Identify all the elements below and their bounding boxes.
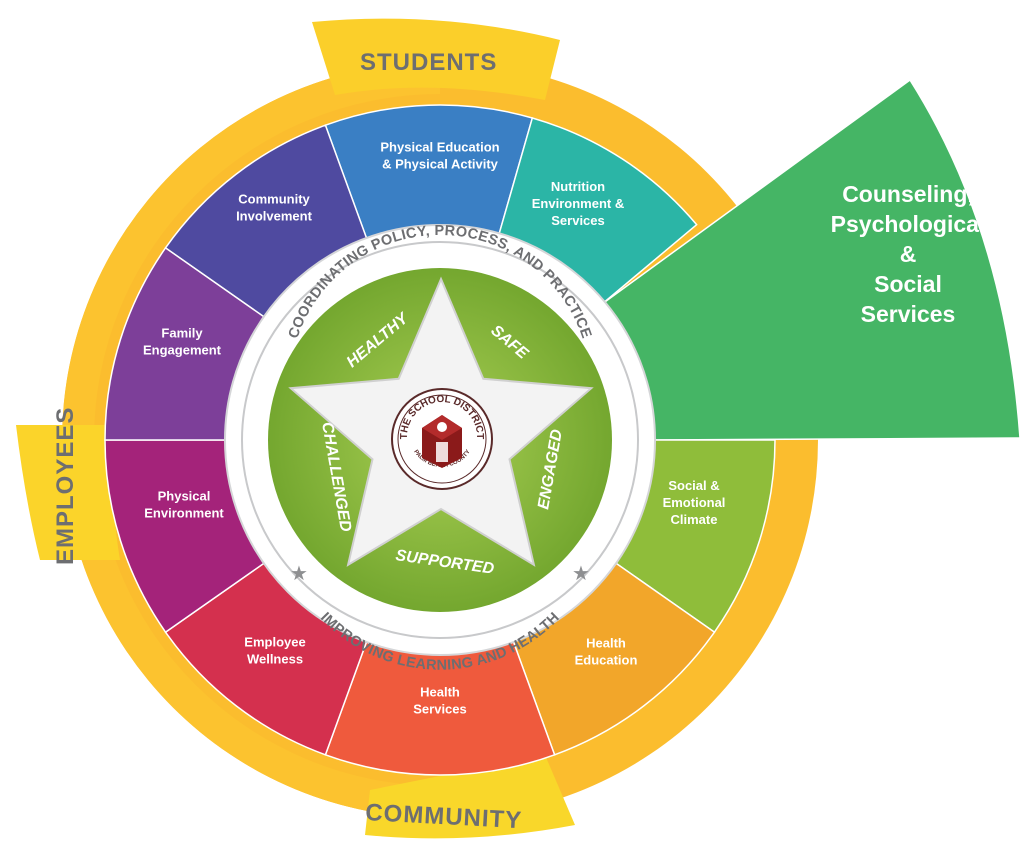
segment-labels: Physical Education & Physical ActivityNut… [143,140,985,717]
segment-label-line: Services [551,213,605,228]
band-inner-line [241,241,639,639]
segment-label-line: Climate [671,512,718,527]
district-seal-inner [397,394,487,484]
segment-label-line: Health [420,685,460,700]
segment-label-line: Social & [668,478,719,493]
segment-label-line: Services [861,301,956,327]
segment-label-line: Community [238,192,310,207]
students-tab [312,18,560,101]
community-tab [365,755,575,839]
segment-label-line: Wellness [247,652,303,667]
segment-label-line: Employee [244,635,305,650]
star-icon-right: ★ [572,563,590,585]
segment-label-line: & Physical Activity [382,157,499,172]
segment-label-line: Social [874,271,942,297]
segment-label-line: Education [575,653,638,668]
students-label: STUDENTS [360,49,497,76]
segment-label-line: Psychological [831,211,986,237]
employees-tab [16,425,120,560]
segment-label-line: Health [586,636,626,651]
star-icon-left: ★ [290,563,308,585]
segment-label-line: Physical Education [380,140,499,155]
segment-label-line: Physical [158,489,211,504]
segment-label-line: Family [161,326,203,341]
segment-label-line: Environment & [532,196,624,211]
segment-label-line: Environment [144,506,224,521]
segment-label-line: Counseling, [842,181,974,207]
employees-label: EMPLOYEES [52,407,79,565]
segment-label-line: & [900,241,917,267]
segment-label-line: Services [413,702,467,717]
segment-label-line: Emotional [663,495,726,510]
segment-wedge-2 [601,78,1021,441]
segment-label-0: Physical Education & Physical Activity [380,140,499,172]
segment-label-line: Nutrition [551,179,605,194]
school-house-icon [422,415,462,468]
segment-label-line: Involvement [236,209,313,224]
segment-label-line: Engagement [143,343,222,358]
